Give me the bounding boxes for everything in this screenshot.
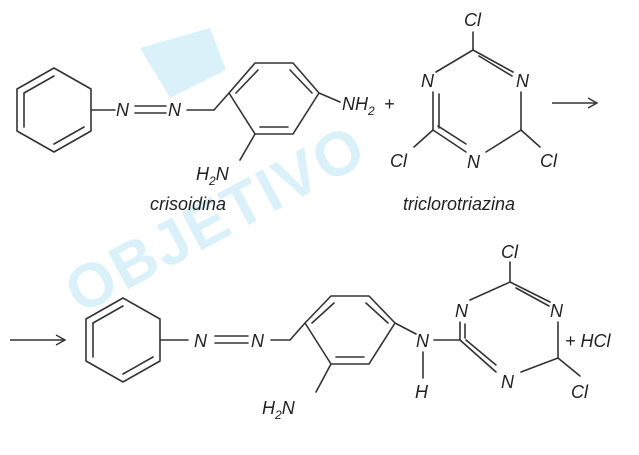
bond-into-ring-top: [213, 92, 230, 111]
watermark-logo-mark: [140, 28, 226, 98]
cl-top-triazine: Cl: [464, 10, 482, 30]
watermark-text: OBJETIVO: [54, 112, 377, 328]
bond-into-ring-bottom: [289, 322, 306, 341]
azo-n1-bottom: N: [194, 331, 208, 351]
nh2-group-top: NH2: [342, 94, 375, 118]
product-triazine-n-left: N: [455, 301, 469, 321]
h2n-group-top: H2N: [196, 164, 230, 188]
triazine-n-right: N: [516, 71, 530, 91]
triazine-ring-bottom: [459, 261, 581, 377]
bond-ring-h2n-top: [239, 133, 256, 161]
triazine-n-left: N: [421, 71, 435, 91]
azo-n1-top: N: [116, 100, 130, 120]
reaction-arrow-bottom: [10, 334, 67, 346]
bridge-n: N: [416, 331, 430, 351]
bridge-h: H: [415, 382, 429, 402]
plus-sign: +: [384, 94, 395, 114]
azo-n2-bottom: N: [251, 331, 265, 351]
bond-ring-h2n-bottom: [315, 363, 332, 393]
cl-right-triazine: Cl: [540, 151, 558, 171]
caption-crisoidina: crisoidina: [150, 194, 226, 214]
aniline-ring-top: [228, 62, 320, 135]
triazine-n-bottom: N: [467, 152, 481, 172]
bond-ring-nh2-top: [318, 92, 341, 103]
bond-ring-nh-bottom: [394, 322, 417, 335]
benzene-ring-top: [16, 67, 92, 153]
aniline-ring-bottom: [304, 295, 396, 365]
cl-right-product: Cl: [571, 382, 589, 402]
benzene-ring-bottom: [85, 297, 161, 383]
azo-n2-top: N: [168, 100, 182, 120]
plus-hcl: + HCl: [565, 331, 612, 351]
cl-top-product: Cl: [501, 242, 519, 262]
h2n-group-bottom: H2N: [262, 398, 296, 422]
caption-triclorotriazina: triclorotriazina: [403, 194, 515, 214]
product-triazine-n-right: N: [550, 301, 564, 321]
triazine-ring-top: [413, 31, 541, 153]
cl-left-triazine: Cl: [390, 151, 408, 171]
reaction-arrow-top: [552, 97, 599, 109]
product-triazine-n-bottom: N: [501, 372, 515, 392]
